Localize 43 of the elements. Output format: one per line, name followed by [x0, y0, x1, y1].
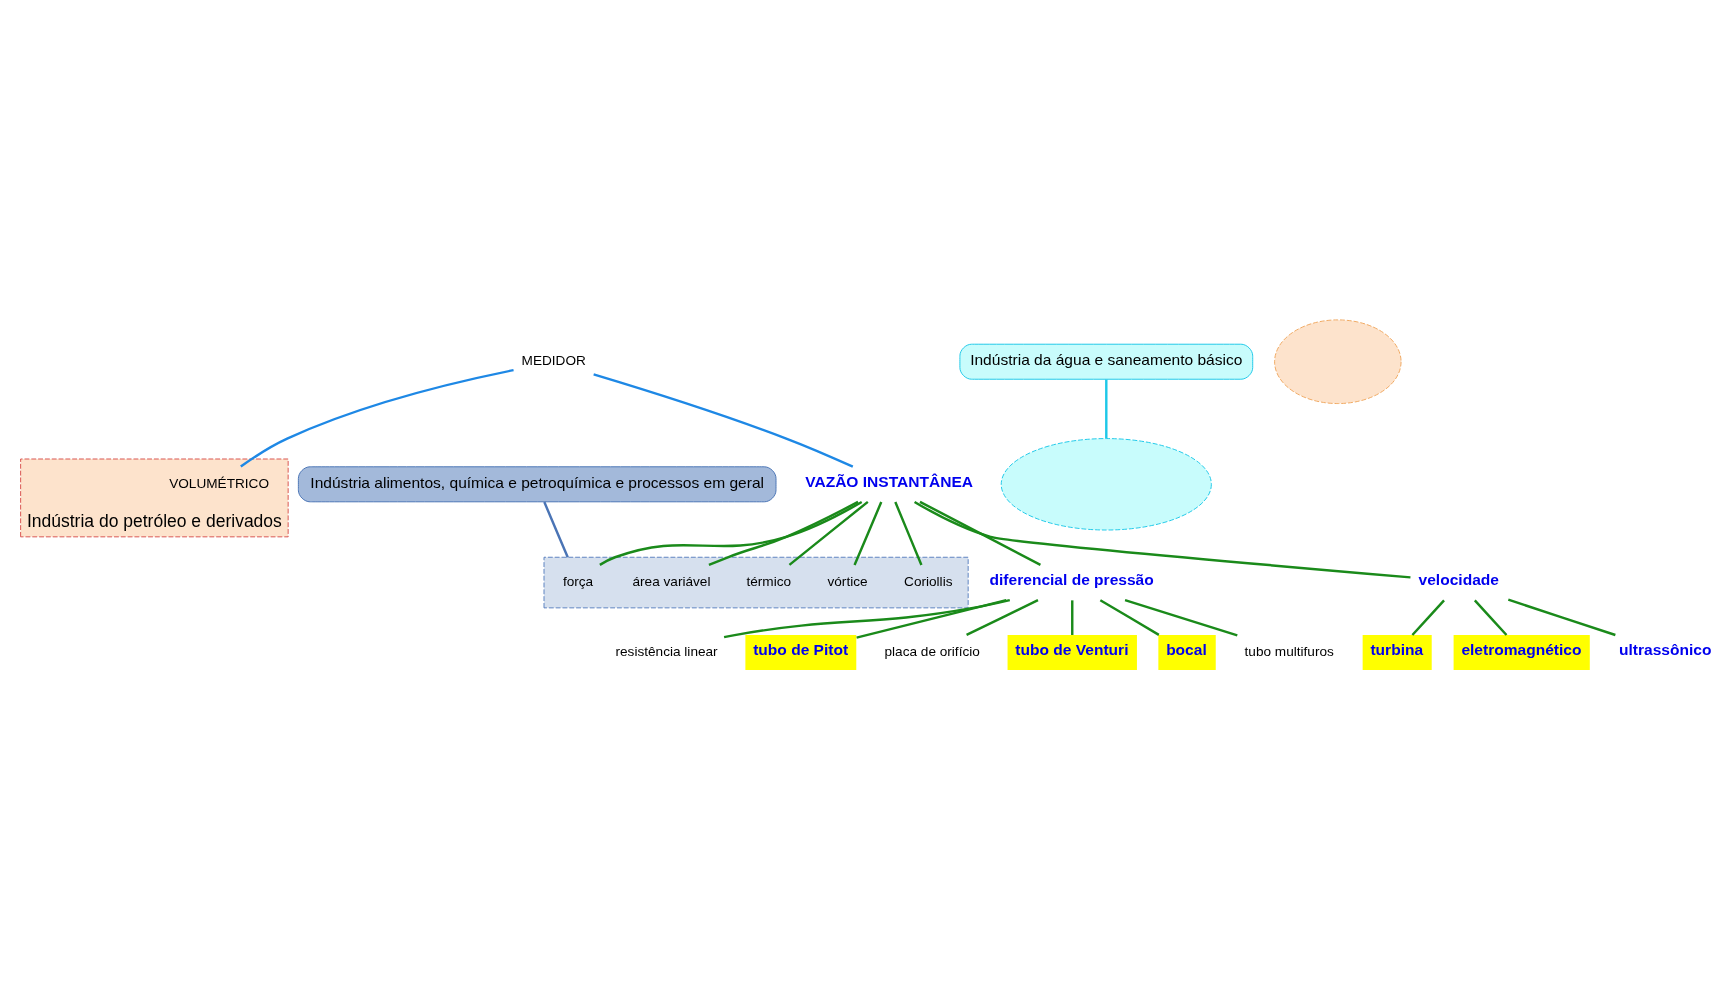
connector: [1071, 599, 1074, 635]
connector: [1507, 598, 1616, 636]
connector: [1473, 599, 1508, 636]
node-ellipse: [1274, 318, 1402, 404]
node-text: vórtice: [827, 573, 868, 589]
connector: [913, 500, 1411, 579]
node-text: placa de orifício: [884, 643, 980, 659]
connector: [919, 500, 1041, 566]
connector: [543, 501, 569, 558]
node-text: resistência linear: [615, 643, 718, 659]
node-text: área variável: [632, 573, 711, 589]
node-text: diferencial de pressão: [989, 570, 1154, 588]
node-text: VAZÃO INSTANTÂNEA: [805, 472, 974, 490]
node-box: bocal: [1158, 634, 1216, 670]
node-box: turbina: [1362, 634, 1432, 670]
connector: [708, 500, 859, 566]
node-text: térmico: [746, 573, 792, 589]
node-box: tubo de Venturi: [1007, 634, 1137, 670]
cluster: [543, 556, 969, 608]
connector: [856, 598, 1007, 639]
node-text: Coriollis: [904, 573, 953, 589]
node-box: tubo de Pitot: [745, 634, 857, 670]
node-box: Indústria alimentos, química e petroquímica e processos em geral: [297, 465, 777, 502]
connector: [599, 500, 863, 566]
connector: [723, 598, 1011, 638]
connector: [894, 501, 923, 565]
node-text: VOLUMÉTRICO: [169, 475, 269, 491]
node-text: tubo multifuros: [1244, 643, 1334, 659]
connector: [966, 598, 1039, 636]
connector: [1411, 599, 1445, 636]
connector: [1124, 598, 1238, 636]
connector: [788, 500, 869, 566]
connector: [1099, 598, 1160, 636]
node-box: Indústria da água e saneamento básico: [959, 343, 1254, 380]
connector: [593, 372, 854, 468]
node-text: velocidade: [1418, 570, 1499, 588]
connector: [853, 501, 883, 565]
node-text: força: [562, 573, 594, 589]
connector: [1105, 378, 1108, 438]
node-text: MEDIDOR: [521, 352, 586, 368]
node-ellipse: [1000, 437, 1212, 530]
node-box: eletromagnético: [1453, 634, 1590, 670]
node-text: ultrassônico: [1618, 640, 1712, 658]
